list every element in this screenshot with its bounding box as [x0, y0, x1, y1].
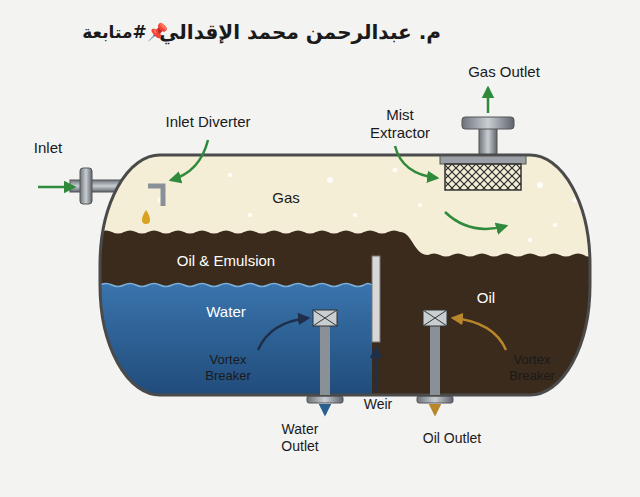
part-label: Vortex Breaker: [191, 352, 265, 383]
part-label: Inlet: [34, 139, 62, 157]
gas-flange: [462, 117, 514, 129]
leader-arrows: [38, 88, 506, 414]
zone-label: Oil & Emulsion: [177, 252, 275, 270]
author-name: م. عبدالرحمن محمد الإقدالي: [159, 20, 441, 44]
water-layer: [100, 284, 372, 396]
vortex-breaker-oil: [423, 310, 447, 395]
oil-layer: [100, 231, 590, 396]
inlet-diverter: [148, 186, 163, 206]
part-label: Vortex Breaker: [495, 352, 569, 383]
part-label: Gas Outlet: [468, 63, 540, 81]
mist-extractor: [445, 164, 521, 190]
follow-tag: 📌#متابعة: [82, 22, 167, 42]
part-label: Weir: [364, 396, 393, 413]
vessel-shell: [100, 155, 590, 395]
oil-drop: [142, 210, 150, 224]
oil-flange: [417, 396, 453, 403]
part-label: Oil Outlet: [422, 430, 482, 447]
zone-label: Water: [206, 303, 245, 321]
part-label: Inlet Diverter: [165, 113, 250, 131]
zone-label: Gas: [272, 189, 300, 207]
inlet-flange: [80, 168, 92, 204]
part-label: Mist Extractor: [360, 106, 440, 142]
water-surface: [100, 284, 372, 287]
zone-label: Oil: [477, 289, 495, 307]
weir-plate: [372, 256, 380, 342]
part-label: Water Outlet: [265, 421, 335, 455]
water-flange: [307, 396, 343, 403]
extractor-frame: [440, 156, 526, 164]
vortex-breaker-water: [313, 310, 337, 395]
